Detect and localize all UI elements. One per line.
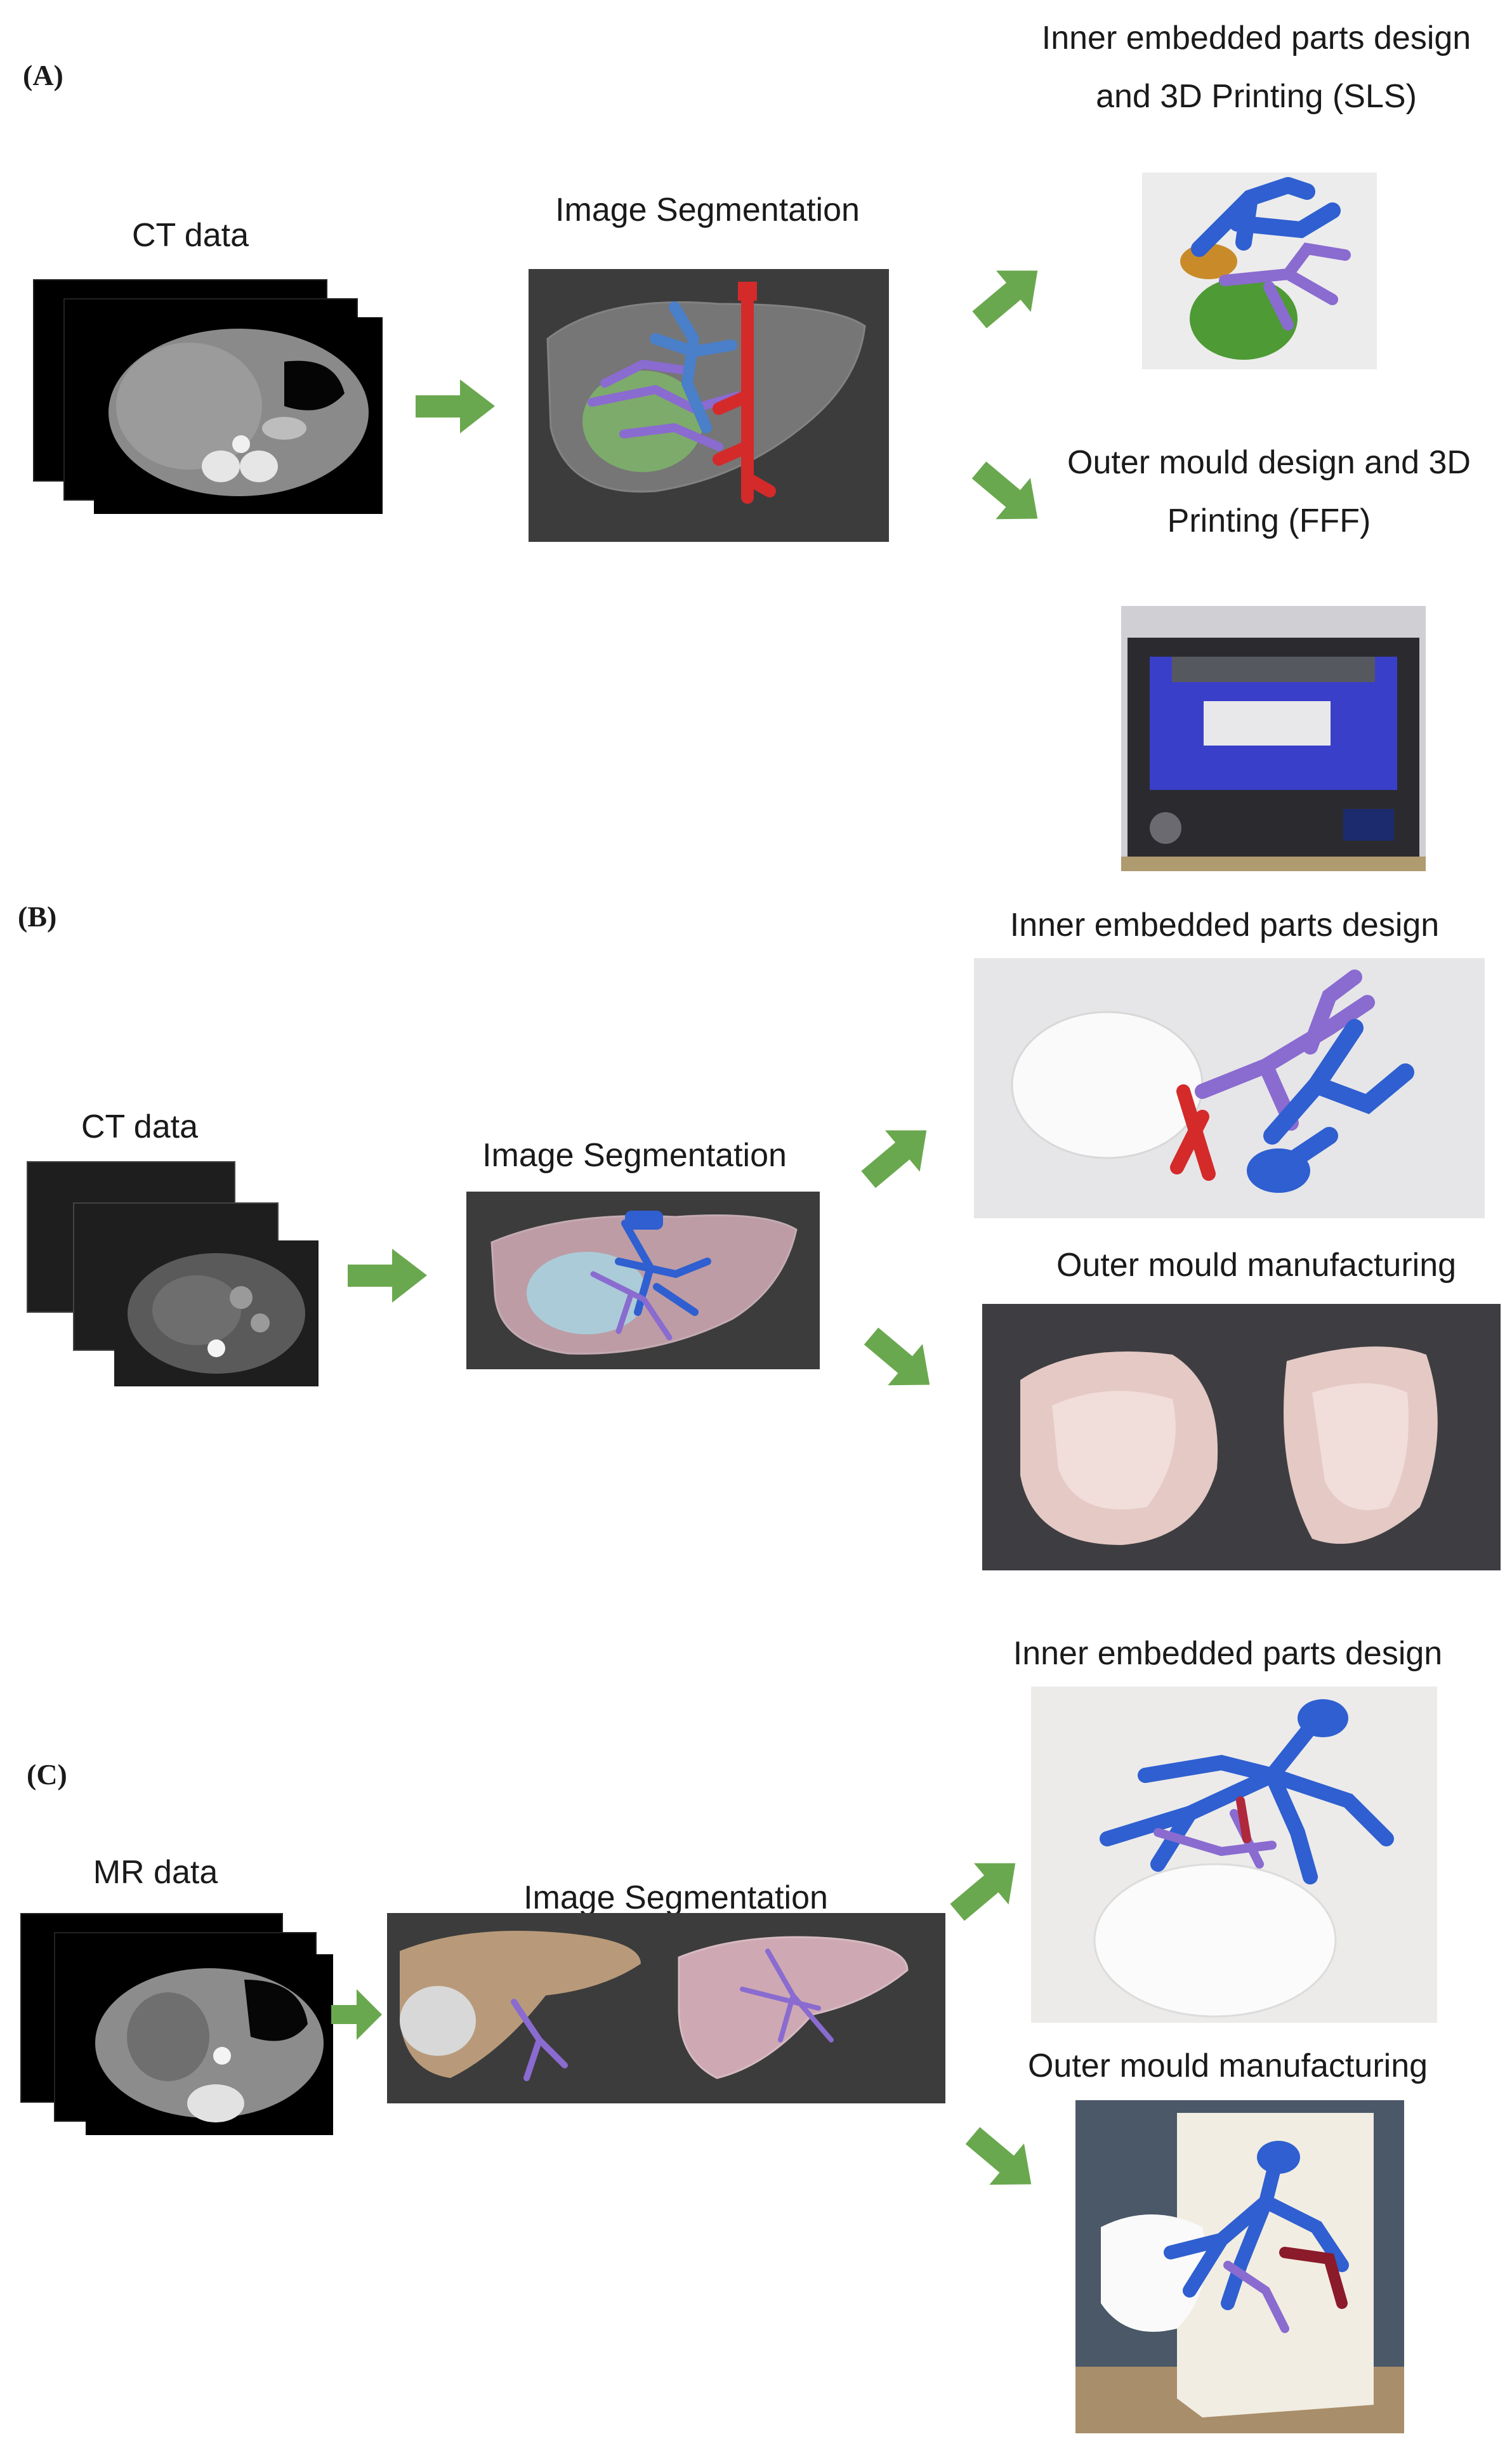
panel-c-outer-mould-photo — [1075, 2100, 1404, 2433]
mr-slice-front — [86, 1954, 333, 2135]
panel-b-data-caption: CT data — [81, 1108, 199, 1145]
panel-b-segmentation-caption: Image Segmentation — [482, 1137, 787, 1174]
panel-a-data-caption: CT data — [131, 217, 249, 254]
panel-a-segmentation-image — [529, 269, 889, 542]
panel-a-segmentation-caption: Image Segmentation — [555, 192, 860, 228]
panel-a-outer-caption: Outer mould design and 3D Printing (FFF) — [1015, 433, 1512, 550]
ct-slice-front — [114, 1240, 319, 1386]
ct-slice-front — [94, 317, 383, 514]
panel-b-outer-caption: Outer mould manufacturing — [1056, 1247, 1457, 1284]
panel-label-b: (B) — [18, 900, 57, 933]
panel-b-inner-parts-photo — [974, 958, 1485, 1218]
panel-a-inner-parts-photo — [1142, 173, 1377, 369]
panel-a-inner-caption: Inner embedded parts design and 3D Print… — [1003, 9, 1510, 126]
panel-b-arrow-right-icon — [348, 1249, 427, 1303]
panel-label-c: (C) — [27, 1758, 67, 1791]
panel-c-data-caption: MR data — [93, 1854, 218, 1891]
panel-a-inner-caption-line2: and 3D Printing (SLS) — [1096, 78, 1417, 115]
panel-c-arrow-right-icon — [331, 1989, 382, 2040]
panel-c-outer-caption: Outer mould manufacturing — [1027, 2048, 1428, 2084]
panel-b-arrow-up-icon — [861, 1130, 927, 1188]
panel-b-inner-caption: Inner embedded parts design — [1009, 907, 1440, 944]
panel-c-arrow-down-icon — [965, 2127, 1032, 2185]
panel-a-arrow-down-icon — [971, 461, 1038, 520]
panel-c-inner-parts-photo — [1031, 1687, 1437, 2023]
panel-c-arrow-up-icon — [950, 1863, 1016, 1921]
panel-c-segmentation-caption: Image Segmentation — [523, 1879, 828, 1916]
panel-a-arrow-up-icon — [972, 270, 1038, 329]
panel-a-inner-caption-line1: Inner embedded parts design — [1041, 20, 1471, 56]
panel-a-arrow-right-icon — [416, 379, 495, 433]
panel-b-segmentation-image — [466, 1192, 820, 1369]
panel-a-outer-caption-line1: Outer mould design and 3D — [1067, 444, 1471, 481]
panel-a-outer-caption-line2: Printing (FFF) — [1167, 503, 1371, 539]
panel-b-arrow-down-icon — [864, 1327, 930, 1386]
panel-b-outer-mould-photo — [982, 1304, 1501, 1570]
panel-c-segmentation-image — [387, 1913, 945, 2103]
panel-a-3d-printer-photo — [1121, 606, 1426, 871]
panel-c-inner-caption: Inner embedded parts design — [1013, 1635, 1443, 1672]
panel-label-a: (A) — [23, 59, 63, 91]
